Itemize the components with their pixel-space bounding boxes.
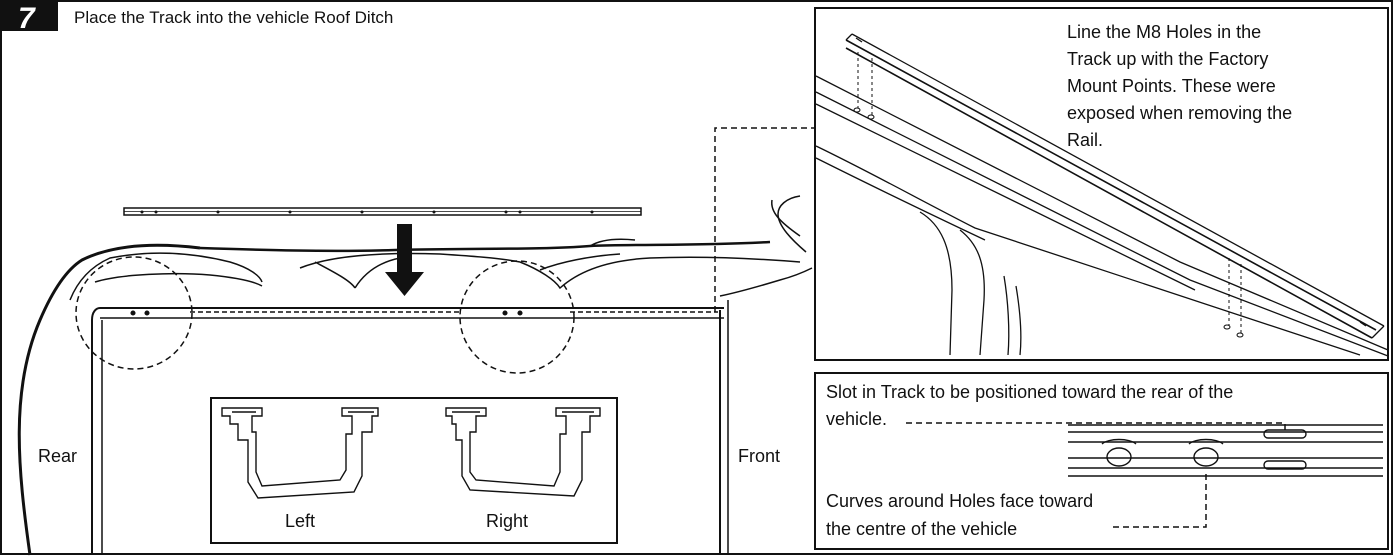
- detail-note-line-5: Rail.: [1067, 130, 1103, 150]
- right-track-profile: [445, 407, 601, 497]
- detail-note-line-3: Mount Points. These were: [1067, 76, 1276, 96]
- curve-leader-line: [1110, 474, 1207, 528]
- down-arrow-icon: [385, 224, 424, 296]
- left-track-profile: [221, 407, 379, 499]
- left-profile-label: Left: [285, 511, 315, 531]
- curve-note-line-2: the centre of the vehicle: [826, 519, 1017, 539]
- track-bar: [123, 207, 642, 216]
- step-title: Place the Track into the vehicle Roof Di…: [74, 8, 393, 27]
- right-profile-label: Right: [486, 511, 528, 531]
- track-profile-inset: Left Right: [210, 397, 618, 544]
- slot-note-line-2: vehicle.: [826, 409, 887, 429]
- detail-note-line-1: Line the M8 Holes in the: [1067, 22, 1261, 42]
- detail-leader-line: [714, 127, 815, 312]
- slot-note-line-1: Slot in Track to be positioned toward th…: [826, 382, 1233, 402]
- detail-note-line-2: Track up with the Factory: [1067, 49, 1268, 69]
- rear-mount-zoom-circle: [75, 256, 193, 370]
- step-badge: 7: [1, 1, 58, 35]
- front-label: Front: [738, 446, 780, 466]
- track-closeup: [1068, 424, 1383, 477]
- vehicle-roof-illustration: [17, 195, 813, 556]
- curve-note-line-1: Curves around Holes face toward: [826, 491, 1093, 511]
- detail-note-line-4: exposed when removing the: [1067, 103, 1292, 123]
- slot-orientation-panel: Slot in Track to be positioned toward th…: [814, 372, 1389, 550]
- step-number: 7: [18, 2, 36, 35]
- rear-label: Rear: [38, 446, 77, 466]
- front-mount-zoom-circle: [459, 260, 575, 374]
- mount-detail-panel: Line the M8 Holes in the Track up with t…: [714, 7, 1389, 361]
- slot-leader-line: [906, 422, 1286, 432]
